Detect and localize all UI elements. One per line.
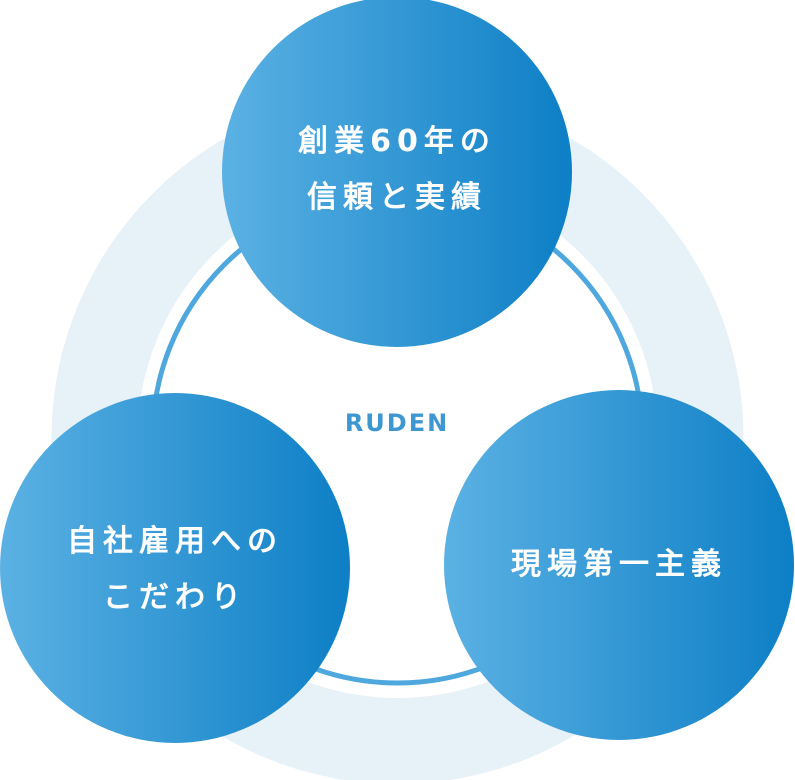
circle-top-label: 創業60年の 信頼と実績 (247, 114, 547, 226)
circle-top (222, 0, 572, 347)
circle-top-line2: 信頼と実績 (307, 180, 487, 215)
circle-top-line1: 創業60年の (298, 124, 496, 159)
circle-bottom-right-label: 現場第一主義 (469, 537, 769, 593)
circle-bottom-left-label: 自社雇用への こだわり (20, 514, 330, 626)
circle-bottom-right (444, 390, 794, 740)
circle-bottom-left-line1: 自社雇用への (67, 524, 283, 559)
circle-bottom-right-line1: 現場第一主義 (511, 547, 727, 582)
circle-bottom-left-line2: こだわり (103, 580, 247, 615)
center-label: RUDEN (344, 409, 450, 437)
circle-bottom-left (0, 393, 350, 743)
